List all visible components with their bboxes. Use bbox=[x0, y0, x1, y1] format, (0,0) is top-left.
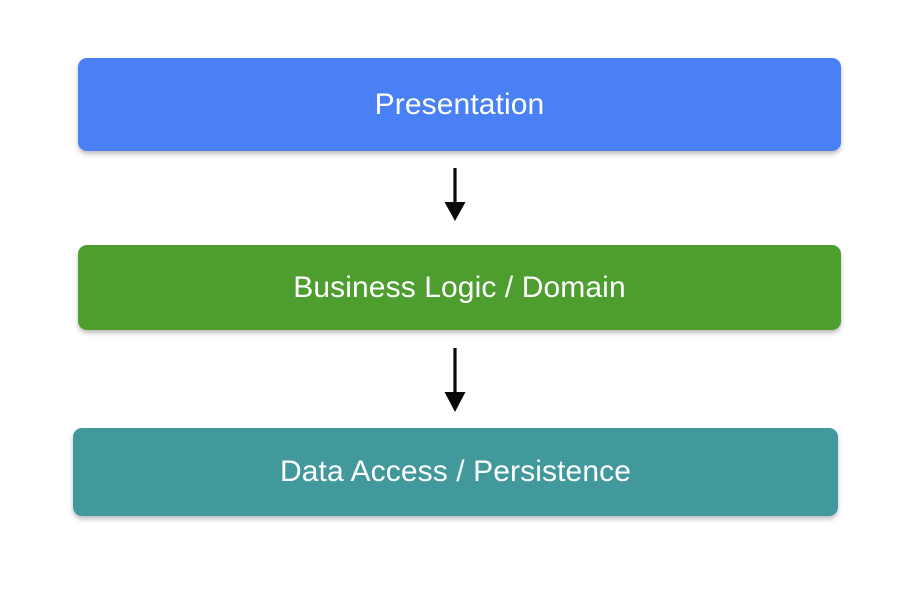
layer-label-data-access: Data Access / Persistence bbox=[280, 455, 631, 488]
layer-box-presentation[interactable]: Presentation bbox=[78, 58, 841, 151]
layer-box-data-access[interactable]: Data Access / Persistence bbox=[73, 428, 838, 516]
layer-box-business-logic[interactable]: Business Logic / Domain bbox=[78, 245, 841, 330]
connector-arrow-business-logic-to-data-access bbox=[444, 348, 466, 412]
layer-label-business-logic: Business Logic / Domain bbox=[293, 270, 626, 304]
connector-arrow-presentation-to-business-logic bbox=[444, 168, 466, 221]
layer-label-presentation: Presentation bbox=[374, 87, 545, 121]
